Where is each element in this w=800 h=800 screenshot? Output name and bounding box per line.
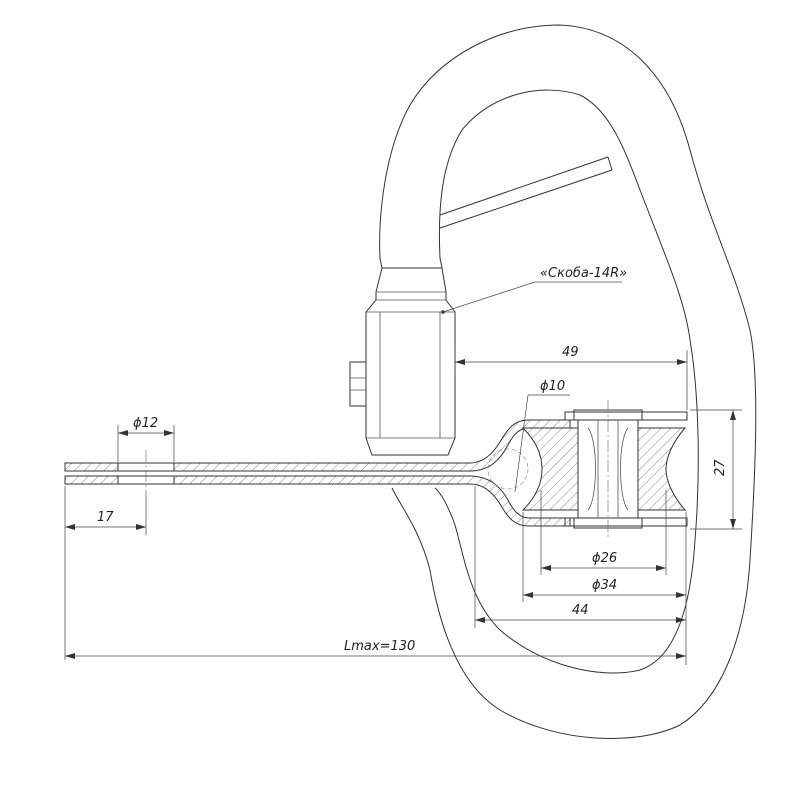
dim-17-label: 17 (97, 510, 114, 525)
dim-lmax-label: Lmax=130 (344, 639, 415, 654)
dim-49-label: 49 (562, 345, 579, 360)
strap-plates (64, 419, 571, 527)
dim-44-label: 44 (572, 603, 589, 618)
dim-phi26-label: ϕ26 (592, 551, 617, 566)
roller-assembly (487, 400, 688, 538)
dim-phi12-label: ϕ12 (133, 416, 158, 431)
dimensions (64, 350, 742, 665)
carabiner-body (379, 24, 757, 740)
dim-phi34-label: ϕ34 (592, 578, 617, 593)
part-name-leader (441, 281, 622, 314)
part-name-label: «Скоба-14R» (540, 266, 627, 281)
dim-phi10-label: ϕ10 (540, 379, 565, 394)
dim-27-label: 27 (713, 459, 728, 476)
locking-sleeve (349, 257, 456, 456)
